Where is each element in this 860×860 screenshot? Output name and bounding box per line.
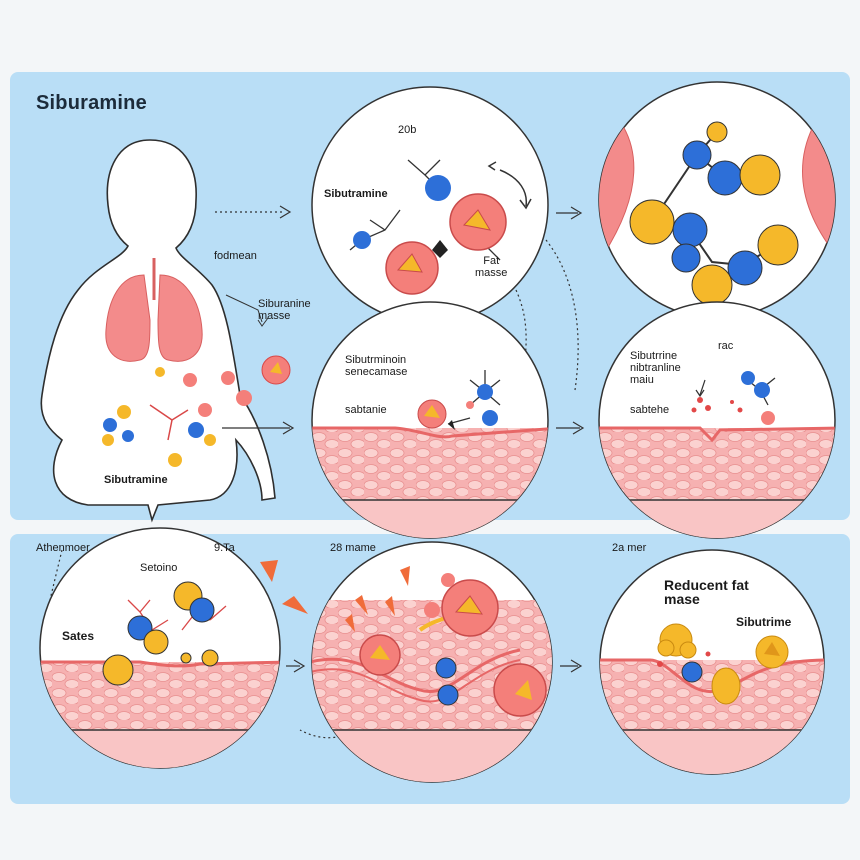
circle-bottom-middle: [311, 541, 553, 783]
nibtranline-label: nibtranline: [630, 362, 681, 374]
red-arrows: [260, 560, 308, 614]
athenmoer-label: Athenmoer: [36, 542, 90, 554]
sibutrminoin-label: Sibutrminoin: [345, 354, 407, 366]
sates-label: Sates: [62, 629, 95, 643]
circle-top-right: [598, 81, 836, 319]
sibutrrine-label: Sibutrrine: [630, 350, 678, 362]
human-body-silhouette: [40, 139, 276, 523]
maiu-label: maiu: [630, 374, 654, 386]
flow-arrows: [47, 205, 585, 739]
senecamase-label: senecamase: [345, 366, 408, 378]
sibutrime-label: Sibutrime: [736, 615, 792, 629]
circle-middle-left: [311, 301, 549, 539]
two-a-mer-label: 2a mer: [612, 542, 647, 554]
circle-top-middle: [311, 86, 549, 324]
nine-ta-label: 9.Ta: [214, 542, 235, 554]
page-title: Siburamine: [36, 92, 147, 114]
time-label-top: 20b: [398, 124, 417, 136]
siburanine-masse-label: Siburanine masse: [258, 298, 311, 322]
sibutramine-circle-label: Sibutramine: [324, 188, 388, 200]
twenty-eight-mame-label: 28 mame: [330, 542, 376, 554]
rac-label: rac: [718, 340, 734, 352]
body-molecules: [102, 355, 291, 467]
sabtanie-label: sabtanie: [345, 404, 387, 416]
reducent-fat-mase-label: Reducent fat mase: [664, 577, 749, 607]
sibutramine-body-label: Sibutramine: [104, 474, 168, 486]
sabtehe-label: sabtehe: [630, 404, 670, 416]
fodmean-label: fodmean: [214, 250, 257, 262]
fat-masse-label: Fat masse: [475, 255, 508, 279]
setoino-label: Setoino: [140, 562, 178, 574]
